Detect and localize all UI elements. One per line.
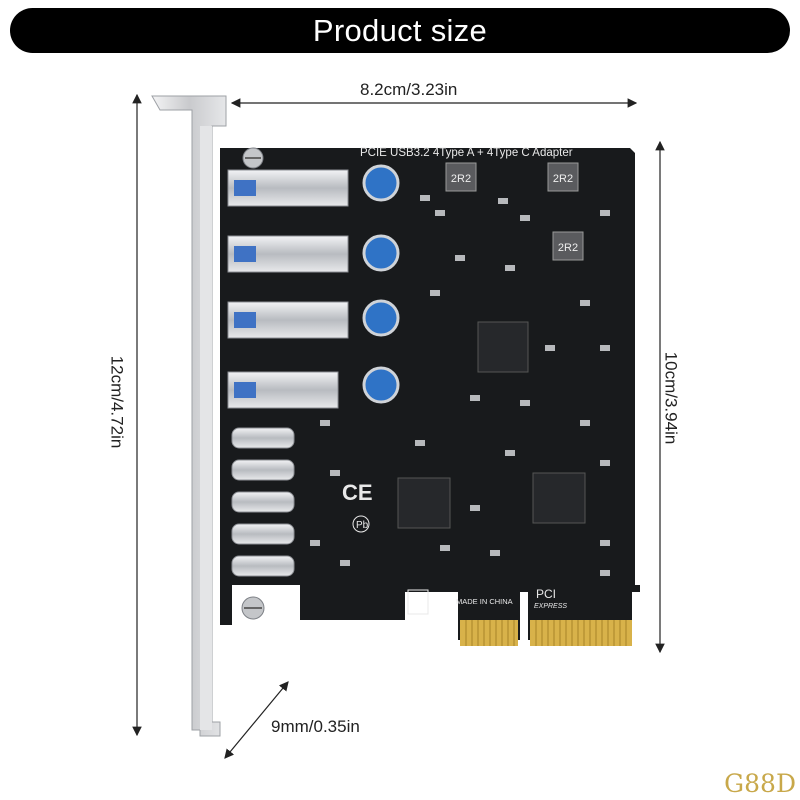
watermark: G88D: [724, 769, 796, 798]
metal-bracket: [151, 95, 227, 737]
screw-top: [242, 147, 264, 169]
chips: [397, 321, 586, 529]
inductor-label-1: 2R2: [451, 173, 471, 185]
made-in-label: MADE IN CHINA: [456, 597, 513, 606]
inductors: [445, 162, 584, 261]
title-banner: Product size: [10, 8, 790, 53]
inductor-label-2: 2R2: [553, 173, 573, 185]
circuit-board: [220, 147, 640, 646]
ce-mark: CE: [342, 480, 373, 505]
inductor-label-3: 2R2: [558, 242, 578, 254]
pci-logo-top: PCI: [536, 587, 556, 601]
usb-type-a-ports: [227, 169, 349, 409]
thickness-dimension-line: [224, 681, 289, 759]
screw-bottom: [241, 596, 265, 620]
banner-title: Product size: [312, 12, 488, 48]
height-total-label: 12cm/4.72in: [107, 355, 127, 449]
board-silkscreen-title: PCIE USB3.2 4Type A + 4Type C Adapter: [360, 147, 573, 159]
pci-logo-bottom: EXPRESS: [534, 603, 567, 610]
recycle-bin-icon: [407, 589, 429, 615]
pb-free-icon: [352, 515, 370, 533]
usb-type-c-ports: [231, 427, 295, 577]
width-label: 8.2cm/3.23in: [360, 80, 458, 99]
height-board-label: 10cm/3.94in: [661, 351, 681, 445]
smd-components: [310, 195, 610, 576]
pb-mark: Pb: [356, 520, 369, 531]
capacitors: [362, 164, 400, 404]
thickness-label: 9mm/0.35in: [271, 717, 360, 736]
gold-fingers: [460, 620, 632, 646]
